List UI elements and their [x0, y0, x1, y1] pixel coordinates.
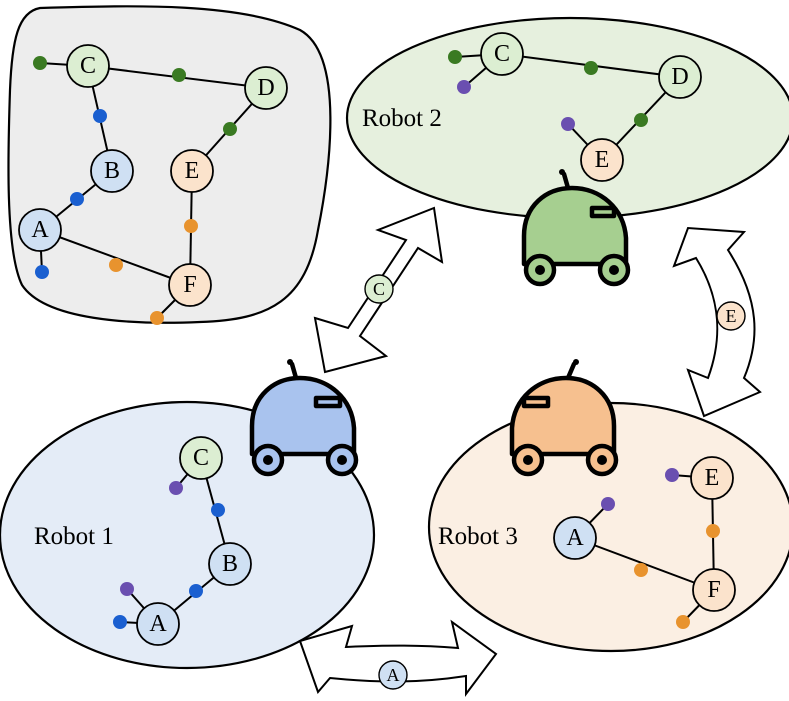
node-C: C [179, 436, 223, 480]
robot3-landmarks [601, 468, 720, 629]
landmark-point [172, 68, 186, 82]
svg-text:F: F [707, 577, 720, 603]
landmark-point [184, 219, 198, 233]
node-A: A [18, 208, 62, 252]
landmark-point [33, 56, 47, 70]
robot1-nodes: C B A [136, 436, 252, 646]
svg-text:A: A [566, 525, 584, 551]
robot1-label: Robot 1 [34, 523, 114, 550]
svg-text:C: C [80, 53, 96, 79]
landmark-point [706, 524, 720, 538]
landmark-point [113, 615, 127, 629]
svg-text:B: B [104, 158, 120, 184]
landmark-point [665, 468, 679, 482]
exchange-arrow-r2-r3: E [672, 226, 762, 418]
robot2-label: Robot 2 [362, 105, 442, 132]
robot1-landmarks [113, 481, 225, 629]
double-arrow-icon [672, 226, 762, 418]
svg-text:D: D [671, 64, 688, 90]
landmark-point [676, 615, 690, 629]
node-D: D [658, 55, 702, 99]
robot2-nodes: C D E [480, 32, 702, 182]
svg-text:E: E [705, 465, 720, 491]
exchange-badge-r1-r3: A [378, 660, 408, 690]
exchange-badge-r1-r2: C [364, 274, 394, 304]
robot3-nodes: E A F [553, 456, 736, 612]
svg-text:E: E [185, 158, 200, 184]
svg-text:A: A [387, 665, 400, 685]
svg-text:C: C [494, 41, 510, 67]
landmark-point [189, 584, 203, 598]
svg-text:A: A [31, 217, 49, 243]
landmark-point [70, 192, 84, 206]
global-map-landmarks [33, 56, 237, 325]
landmark-point [601, 497, 615, 511]
landmark-point [561, 117, 575, 131]
landmark-point [211, 503, 225, 517]
node-B: B [90, 149, 134, 193]
landmark-point [448, 50, 462, 64]
svg-text:A: A [149, 611, 167, 637]
exchange-arrow-r1-r3: A [298, 619, 498, 697]
node-F: F [692, 568, 736, 612]
landmark-point [634, 113, 648, 127]
robot3-label: Robot 3 [438, 523, 518, 550]
node-A: A [553, 516, 597, 560]
global-map-background [7, 5, 332, 324]
svg-text:B: B [222, 551, 238, 577]
node-D: D [244, 66, 288, 110]
node-F: F [168, 263, 212, 307]
exchange-arrow-r1-r2: C [313, 206, 444, 374]
landmark-point [93, 109, 107, 123]
landmark-point [584, 61, 598, 75]
landmark-point [35, 265, 49, 279]
node-E: E [690, 456, 734, 500]
double-arrow-icon [298, 619, 498, 697]
svg-text:E: E [595, 147, 610, 173]
robot2-map-panel: Robot 2 C D E [345, 16, 789, 220]
node-C: C [66, 44, 110, 88]
landmark-point [120, 582, 134, 596]
landmark-point [457, 80, 471, 94]
landmark-point [109, 258, 123, 272]
svg-text:E: E [726, 306, 737, 326]
landmark-point [634, 563, 648, 577]
exchange-badge-r2-r3: E [716, 301, 746, 331]
global-map-panel: C D B E A F [7, 5, 332, 325]
svg-text:D: D [257, 75, 274, 101]
svg-text:C: C [373, 279, 385, 299]
robot2-icon [521, 169, 631, 287]
landmark-point [223, 122, 237, 136]
node-E: E [580, 138, 624, 182]
robot2-landmarks [448, 50, 648, 131]
svg-text:F: F [183, 272, 196, 298]
node-C: C [480, 32, 524, 76]
landmark-point [150, 311, 164, 325]
landmark-point [169, 481, 183, 495]
global-map-nodes: C D B E A F [18, 44, 288, 307]
node-A: A [136, 602, 180, 646]
robot1-icon [249, 359, 359, 477]
node-B: B [208, 542, 252, 586]
robot3-icon [509, 359, 619, 477]
svg-text:C: C [193, 445, 209, 471]
node-E: E [170, 149, 214, 193]
